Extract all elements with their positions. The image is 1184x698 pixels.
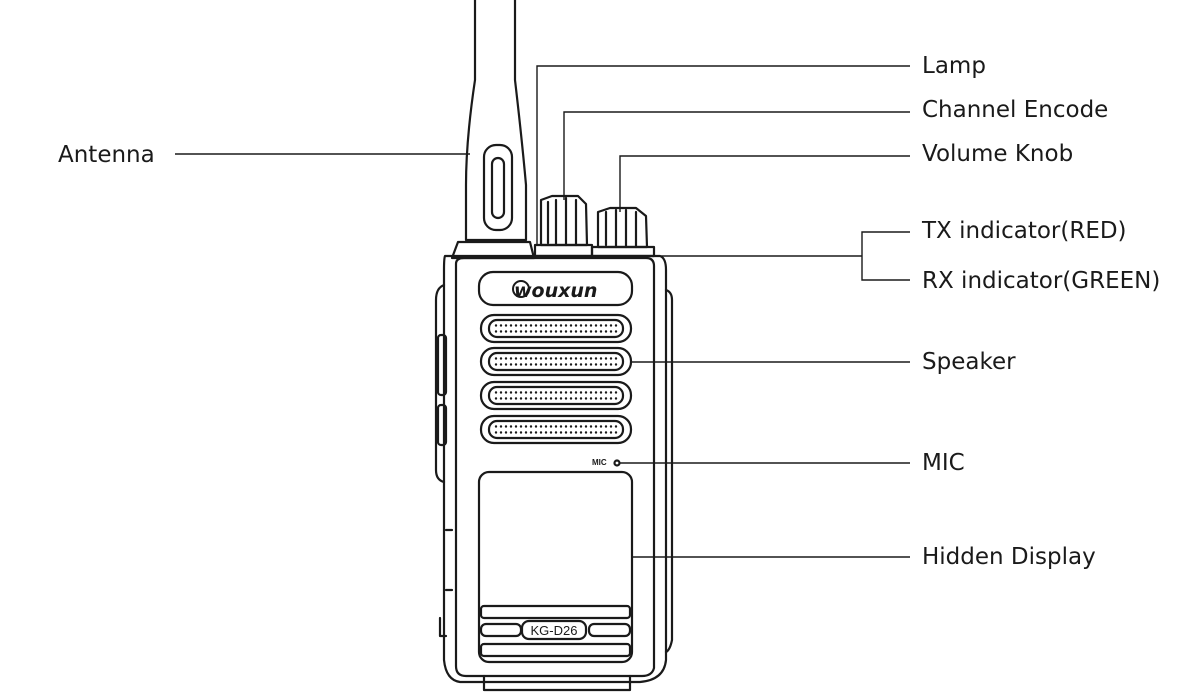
callout-lines — [175, 65, 910, 558]
mic-label: MIC — [922, 450, 965, 476]
speaker-label: Speaker — [922, 349, 1016, 375]
hidden-display-label: Hidden Display — [922, 544, 1096, 570]
antenna-label: Antenna — [58, 142, 155, 168]
tx-indicator-label: TX indicator(RED) — [922, 218, 1127, 244]
brand-plate — [477, 270, 634, 307]
channel-encode-label: Channel Encode — [922, 97, 1109, 123]
volume-knob-drawing — [590, 206, 656, 258]
volume-knob-label: Volume Knob — [922, 141, 1074, 167]
speaker-grille — [479, 313, 633, 445]
lamp-leader — [536, 65, 910, 245]
mic-hole — [613, 459, 621, 467]
wouxun-logo: wouxun — [512, 280, 597, 302]
channel-encode-leader — [563, 111, 910, 200]
mic-mark: MIC — [592, 458, 607, 467]
lamp-label: Lamp — [922, 53, 986, 79]
hidden-display-panel — [477, 470, 634, 664]
volume-knob-leader — [619, 155, 910, 212]
model-label: KG-D26 — [531, 623, 578, 638]
radio-body — [434, 254, 674, 692]
rx-indicator-label: RX indicator(GREEN) — [922, 268, 1161, 294]
display-bar — [479, 604, 632, 620]
svg-text:wouxun: wouxun — [514, 280, 597, 302]
bottom-bar — [479, 642, 632, 658]
antenna-drawing — [450, 0, 536, 260]
channel-knob-drawing — [533, 194, 594, 258]
speaker-dots — [494, 324, 618, 434]
tx-rx-bracket — [861, 231, 910, 281]
